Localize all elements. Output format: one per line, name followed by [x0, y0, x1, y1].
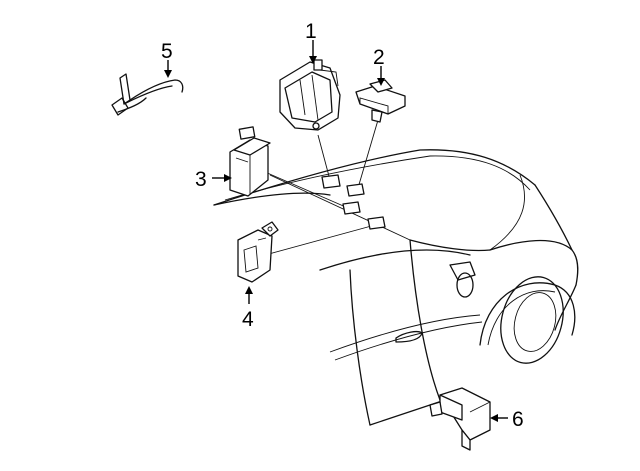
part-2-sensor [355, 79, 406, 123]
callout-1: 1 [305, 20, 317, 43]
callout-2: 2 [373, 46, 385, 69]
car-body [213, 149, 579, 426]
part-3-control-box [229, 126, 271, 197]
part-6-bracket-sensor [429, 387, 491, 451]
callout-6: 6 [512, 408, 524, 431]
part-1-module [279, 59, 341, 131]
callout-arrows [164, 40, 508, 422]
part-5-antenna [111, 73, 184, 116]
leader-lines [264, 119, 379, 256]
callout-4: 4 [242, 308, 254, 331]
location-markers [321, 174, 386, 230]
callout-3: 3 [195, 168, 207, 191]
part-4-bracket-module [237, 221, 279, 283]
callout-5: 5 [161, 40, 173, 63]
